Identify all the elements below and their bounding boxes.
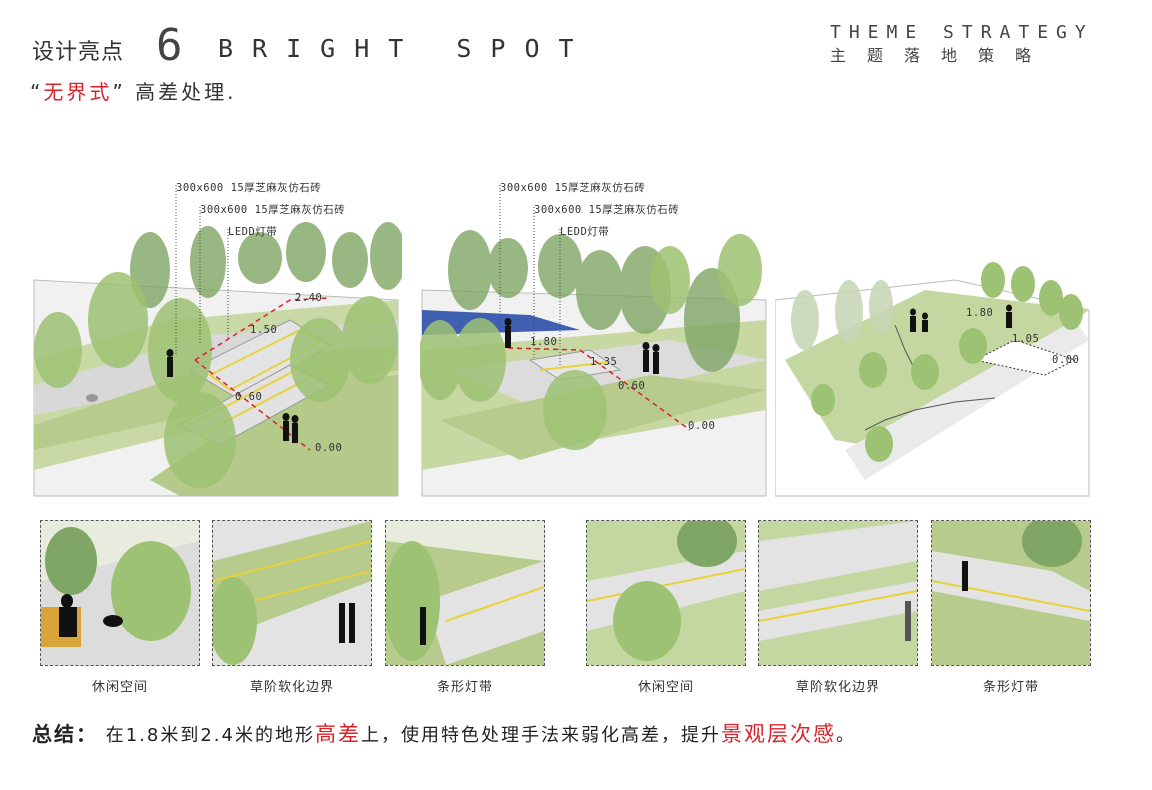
left-level-3: 0.60 <box>235 391 263 403</box>
thumbnail-grass-steps-2 <box>758 520 918 666</box>
middle-level-3: 0.60 <box>618 380 646 392</box>
page-title-en: BRIGHT SPOT <box>218 34 593 63</box>
thumbnail-drawing <box>587 521 745 665</box>
summary-text-3: 。 <box>836 725 856 746</box>
right-level-3: 0.00 <box>1052 354 1080 366</box>
middle-note-1: 300x600 15厚芝麻灰仿石砖 <box>500 182 646 194</box>
left-note-3: LEDD灯带 <box>228 226 278 238</box>
thumbnail-caption-4: 休闲空间 <box>637 680 694 695</box>
thumbnail-leisure-space-1 <box>40 520 200 666</box>
thumbnail-caption-1: 休闲空间 <box>91 680 148 695</box>
left-note-2: 300x600 15厚芝麻灰仿石砖 <box>200 204 346 216</box>
right-illustration <box>775 250 1091 500</box>
page-title-cn: 设计亮点 <box>32 40 125 65</box>
summary-text-2: 上，使用特色处理手法来弱化高差，提升 <box>361 725 721 746</box>
thumbnail-drawing <box>759 521 917 665</box>
thumbnail-caption-5: 草阶软化边界 <box>795 680 880 695</box>
left-illustration <box>30 170 402 500</box>
subtitle-highlight: 无界式 <box>43 80 113 104</box>
subtitle-rest: 高差处理. <box>135 80 237 104</box>
middle-note-3: LEDD灯带 <box>560 226 610 238</box>
middle-note-2: 300x600 15厚芝麻灰仿石砖 <box>534 204 680 216</box>
thumbnail-drawing <box>932 521 1090 665</box>
thumbnail-caption-6: 条形灯带 <box>982 680 1039 695</box>
subtitle: “无界式” 高差处理. <box>30 76 236 105</box>
thumbnail-caption-2: 草阶软化边界 <box>249 680 334 695</box>
summary-highlight-1: 高差 <box>315 722 361 746</box>
summary-highlight-2: 景观层次感 <box>721 722 836 746</box>
right-level-1: 1.80 <box>966 307 994 319</box>
left-level-1: 2.40 <box>295 292 323 304</box>
subtitle-quote-close: ” <box>112 80 126 104</box>
right-illustration-drawing <box>775 262 1090 497</box>
thumbnail-drawing <box>213 521 371 665</box>
summary: 总结： 在1.8米到2.4米的地形高差上，使用特色处理手法来弱化高差，提升景观层… <box>32 718 856 748</box>
theme-strategy-cn: 主题落地策略 <box>830 46 1053 65</box>
middle-illustration <box>420 170 770 500</box>
thumbnail-led-strip-2 <box>931 520 1091 666</box>
thumbnail-led-strip-1 <box>385 520 545 666</box>
middle-level-4: 0.00 <box>688 420 716 432</box>
theme-strategy-en: THEME STRATEGY <box>830 22 1094 43</box>
middle-level-1: 1.80 <box>530 336 558 348</box>
middle-level-2: 1.35 <box>590 356 618 368</box>
left-note-1: 300x600 15厚芝麻灰仿石砖 <box>176 182 322 194</box>
left-level-4: 0.00 <box>315 442 343 454</box>
thumbnail-drawing <box>386 541 544 665</box>
left-level-2: 1.50 <box>250 324 278 336</box>
thumbnail-caption-3: 条形灯带 <box>436 680 493 695</box>
middle-illustration-drawing <box>420 185 767 497</box>
left-illustration-drawing <box>33 185 402 497</box>
page-title-number: 6 <box>156 20 183 71</box>
thumbnail-drawing <box>41 527 199 665</box>
thumbnail-grass-steps-1 <box>212 520 372 666</box>
summary-label: 总结： <box>32 722 98 746</box>
thumbnail-leisure-space-2 <box>586 520 746 666</box>
subtitle-quote-open: “ <box>30 80 44 104</box>
summary-text-1: 在1.8米到2.4米的地形 <box>105 725 315 746</box>
right-level-2: 1.05 <box>1012 333 1040 345</box>
